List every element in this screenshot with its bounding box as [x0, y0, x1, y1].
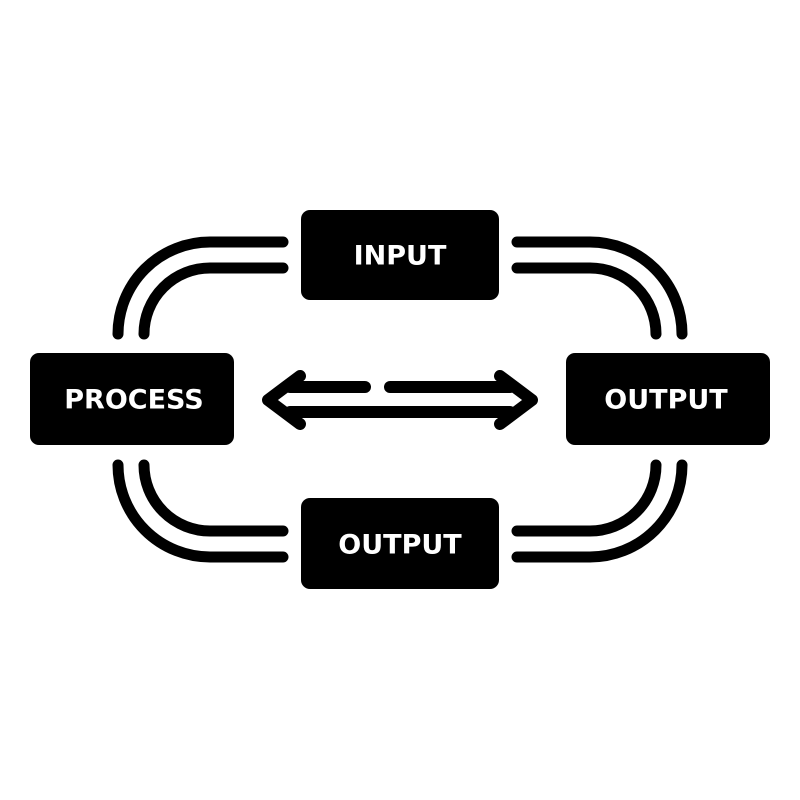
- connector-top-left: [112, 236, 289, 340]
- node-output-right-label: OUTPUT: [604, 385, 728, 416]
- node-output-bottom: OUTPUT: [301, 498, 499, 589]
- connector-bottom-left-inner: [138, 459, 289, 537]
- connector-top-right-inner: [511, 262, 662, 340]
- node-output-right-box: [566, 353, 770, 445]
- node-input-label: INPUT: [354, 241, 447, 272]
- node-output-bottom-box: [301, 498, 499, 589]
- arrow-head-right: [494, 370, 538, 430]
- connector-top-left-inner: [138, 262, 289, 340]
- node-output-right: OUTPUT: [566, 353, 770, 445]
- node-output-bottom-label: OUTPUT: [338, 530, 462, 561]
- connector-bottom-right-outer: [511, 459, 688, 563]
- double-headed-arrow-icon: [262, 370, 538, 430]
- connector-top-right-outer: [511, 236, 688, 340]
- node-process: PROCESS: [30, 353, 234, 445]
- connector-top-right: [511, 236, 688, 340]
- node-input: INPUT: [301, 210, 499, 300]
- connector-bottom-left: [112, 459, 289, 563]
- connector-bottom-right: [511, 459, 688, 563]
- node-input-box: [301, 210, 499, 300]
- node-process-label: PROCESS: [64, 385, 203, 416]
- connector-bottom-right-inner: [511, 459, 662, 537]
- node-process-box: [30, 353, 234, 445]
- connector-top-left-outer: [112, 236, 289, 340]
- connector-bottom-left-outer: [112, 459, 289, 563]
